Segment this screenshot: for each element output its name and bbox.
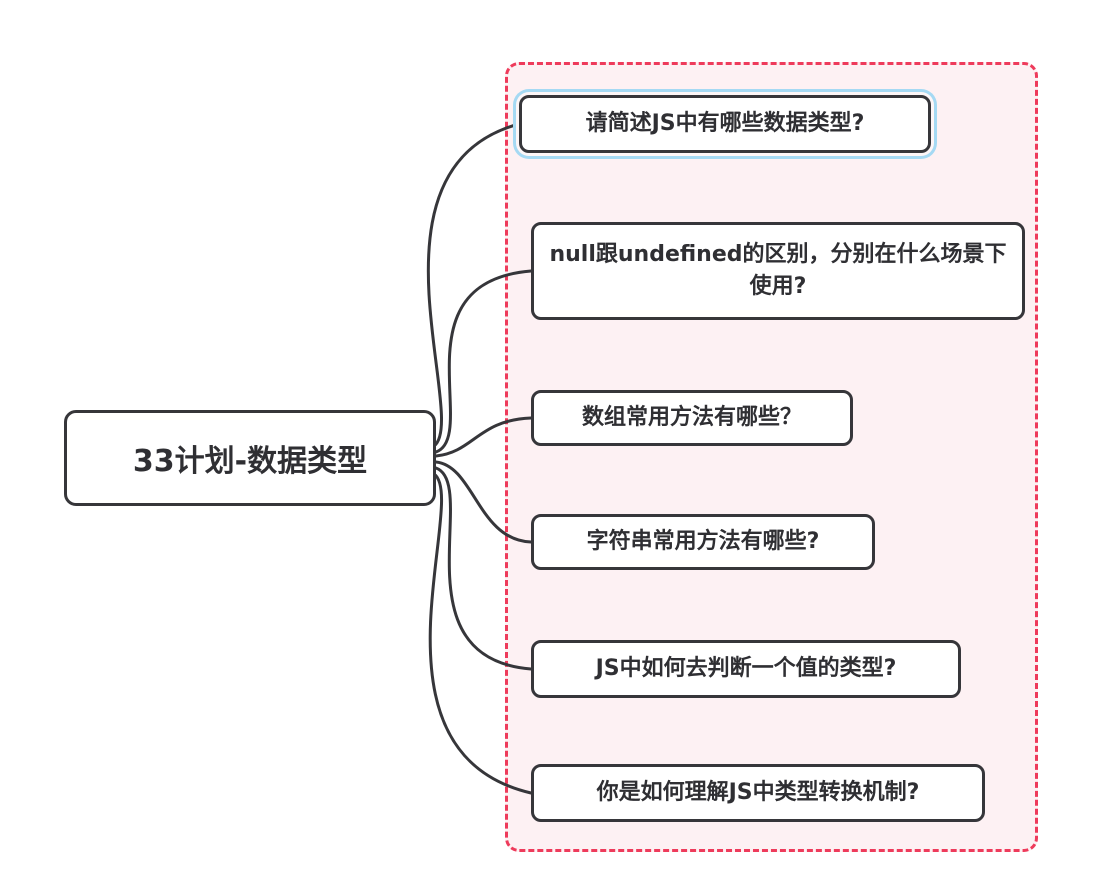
child-topic-node-1[interactable]: 请简述JS中有哪些数据类型? — [519, 95, 931, 153]
child-topic-label-4: 字符串常用方法有哪些? — [586, 529, 820, 555]
topic-group-boundary — [505, 62, 1038, 852]
child-topic-label-3: 数组常用方法有哪些？ — [581, 405, 802, 431]
child-topic-label-2: null跟undefined的区别，分别在什么场景下使用? — [549, 242, 1007, 299]
child-topic-node-3[interactable]: 数组常用方法有哪些？ — [531, 390, 853, 446]
root-topic-node[interactable]: 33计划-数据类型 — [64, 410, 436, 506]
child-topic-node-6[interactable]: 你是如何理解JS中类型转换机制? — [531, 764, 985, 822]
root-topic-label: 33计划-数据类型 — [132, 444, 368, 479]
child-topic-label-5: JS中如何去判断一个值的类型? — [595, 656, 897, 682]
child-topic-node-4[interactable]: 字符串常用方法有哪些? — [531, 514, 875, 570]
child-topic-node-5[interactable]: JS中如何去判断一个值的类型? — [531, 640, 961, 698]
child-topic-node-2[interactable]: null跟undefined的区别，分别在什么场景下使用? — [531, 222, 1025, 320]
child-topic-label-6: 你是如何理解JS中类型转换机制? — [596, 780, 920, 806]
child-topic-label-1: 请简述JS中有哪些数据类型? — [585, 111, 865, 137]
